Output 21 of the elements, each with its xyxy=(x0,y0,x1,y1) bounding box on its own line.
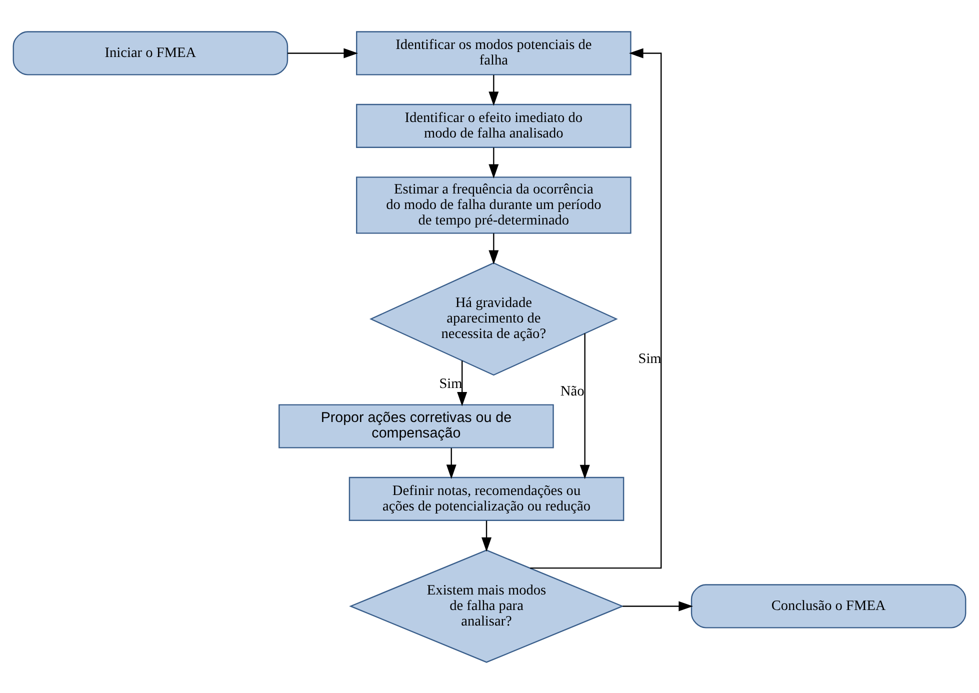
node-box: Identificar o efeito imediato do modo de falha analisado xyxy=(356,103,632,148)
arrow xyxy=(488,147,499,178)
node-box: Propor ações corretivas ou de compensação xyxy=(278,404,554,448)
node-diamond: Existem mais modos de falha para analisar? xyxy=(349,549,624,662)
node-box: Conclusão o FMEA xyxy=(690,584,966,628)
edge-label: Sim xyxy=(439,376,462,392)
arrow xyxy=(488,74,499,106)
arrow xyxy=(622,600,693,611)
arrow xyxy=(580,332,590,479)
node-box: Definir notas, recomendações ou ações de potencialização ou redução xyxy=(348,476,624,520)
arrow xyxy=(288,48,358,58)
arrow xyxy=(457,360,468,406)
arrow xyxy=(482,520,492,552)
node-diamond: Há gravidade aparecimento de necessita de ação? xyxy=(369,262,618,376)
node-box: Estimar a frequência da ocorrência do modo de falha durante um período de tempo pré-determinado xyxy=(356,176,632,234)
arrow xyxy=(488,232,499,264)
node-box: Identificar os modos potenciais de falha xyxy=(356,30,632,75)
arrow xyxy=(446,448,456,478)
edge-label: Não xyxy=(560,382,584,399)
node-box: Iniciar o FMEA xyxy=(12,30,288,75)
arrow xyxy=(530,48,662,568)
